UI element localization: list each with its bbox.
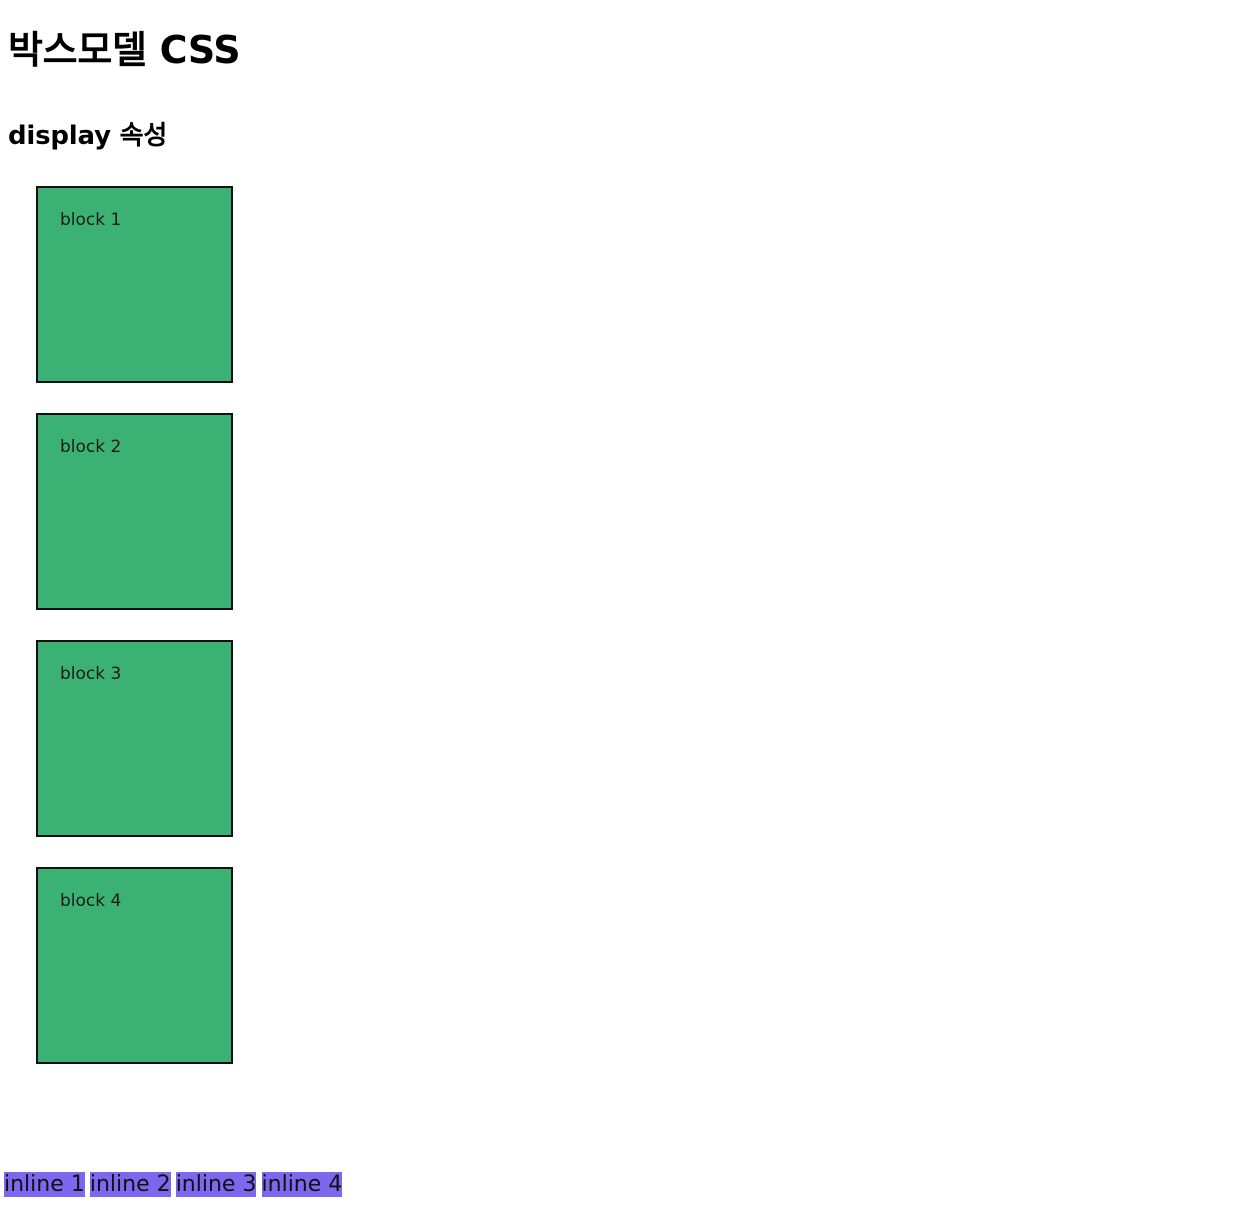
block-box-label: block 1: [60, 210, 122, 231]
block-box-label: block 3: [60, 664, 122, 685]
inline-box-4: inline 4: [261, 1172, 343, 1197]
page-title: 박스모델 CSS: [8, 28, 241, 72]
inline-box-3: inline 3: [175, 1172, 257, 1197]
section-title-display: display 속성: [8, 120, 168, 151]
block-box-2: block 2: [36, 413, 233, 611]
block-box-4: block 4: [36, 867, 233, 1065]
inline-display-list: inline 1 inline 2 inline 3 inline 4: [4, 1171, 343, 1199]
block-box-1: block 1: [36, 186, 233, 384]
block-display-list: block 1 block 2 block 3 block 4: [8, 186, 1229, 1065]
block-box-3: block 3: [36, 640, 233, 838]
block-box-label: block 4: [60, 891, 122, 912]
page-container: 박스모델 CSS display 속성 block 1 block 2 bloc…: [4, 28, 1229, 1197]
inline-box-2: inline 2: [89, 1172, 171, 1197]
block-box-label: block 2: [60, 437, 122, 458]
inline-box-1: inline 1: [4, 1172, 85, 1197]
